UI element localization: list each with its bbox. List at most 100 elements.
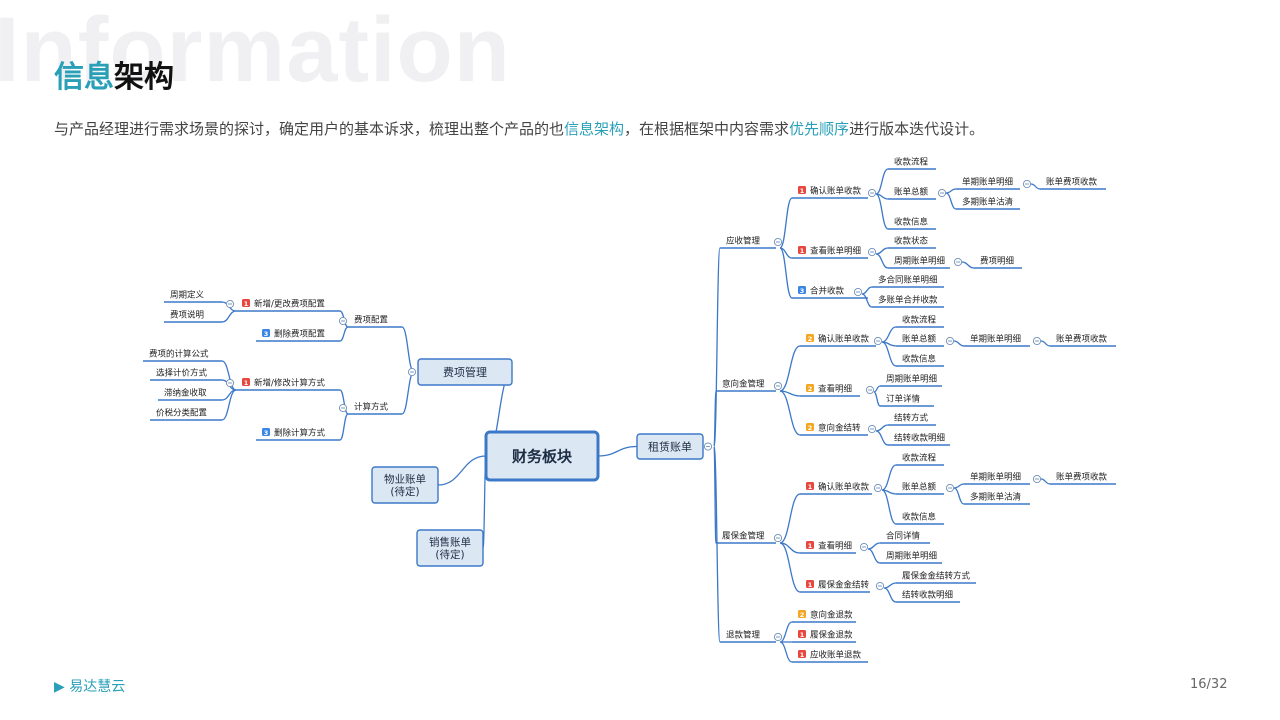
node-label: 订单详情 bbox=[886, 394, 921, 405]
mindmap-connector bbox=[1040, 340, 1051, 347]
mindmap-node-im-detail[interactable]: 结转收款明细 bbox=[888, 433, 950, 446]
node-label: 收款状态 bbox=[894, 236, 929, 247]
mindmap-box-root[interactable]: 财务板块 bbox=[484, 430, 600, 482]
node-label: 单期账单明细 bbox=[962, 177, 1013, 188]
mindmap-node-ar-flow[interactable]: 收款流程 bbox=[888, 157, 936, 170]
mindmap-node-ar-merge[interactable]: 3 合并收款 bbox=[792, 286, 868, 299]
mindmap-node-pm-period[interactable]: 周期账单明细 bbox=[880, 551, 942, 564]
mindmap-node-calc[interactable]: 计算方式 bbox=[348, 402, 402, 415]
mindmap-node-calc-tax[interactable]: 价税分类配置 bbox=[150, 408, 222, 421]
mindmap-node-fee-def[interactable]: 周期定义 bbox=[164, 290, 222, 303]
mindmap-node-rf-ar[interactable]: 1 应收账单退款 bbox=[792, 650, 868, 663]
node-label: 应收账单退款 bbox=[810, 650, 862, 661]
mindmap-node-ar-status[interactable]: 收款状态 bbox=[888, 236, 936, 249]
mindmap-node-pm-method[interactable]: 履保金金结转方式 bbox=[896, 571, 976, 584]
mindmap-node-ar-multi-merge[interactable]: 多账单合并收款 bbox=[872, 295, 944, 308]
mindmap-box-property-bill[interactable]: 物业账单(待定) bbox=[371, 466, 439, 504]
mindmap-node-calc-late[interactable]: 滞纳金收取 bbox=[158, 388, 222, 401]
priority-badge-icon: 1 bbox=[798, 186, 806, 195]
mindmap-node-calc-f[interactable]: 费项的计算公式 bbox=[143, 349, 222, 362]
mindmap-connector bbox=[881, 326, 897, 343]
mindmap-connector bbox=[339, 413, 349, 441]
node-label: 删除费项配置 bbox=[274, 329, 326, 340]
priority-badge-label: 3 bbox=[800, 287, 805, 295]
mindmap-node-im-total[interactable]: 账单总额 bbox=[896, 334, 944, 347]
mindmap-node-fee-desc[interactable]: 费项说明 bbox=[164, 310, 222, 323]
mindmap-node-im-order[interactable]: 订单详情 bbox=[880, 394, 934, 407]
mindmap-node-calc-sel[interactable]: 选择计价方式 bbox=[150, 368, 222, 381]
mindmap-node-ar-period[interactable]: 周期账单明细 bbox=[888, 256, 950, 269]
mindmap-connector bbox=[875, 193, 889, 230]
node-label: 合并收款 bbox=[810, 286, 845, 297]
mindmap-node-im-method[interactable]: 结转方式 bbox=[888, 413, 936, 426]
box-label: (待定) bbox=[435, 548, 464, 561]
mindmap-node-pm-single[interactable]: 单期账单明细 bbox=[964, 472, 1030, 485]
mindmap-node-pm-flow[interactable]: 收款流程 bbox=[896, 453, 944, 466]
node-label: 费项明细 bbox=[980, 256, 1014, 267]
mindmap-connector bbox=[339, 389, 349, 415]
mindmap-connector bbox=[779, 621, 793, 643]
priority-badge-label: 2 bbox=[808, 424, 813, 432]
node-label: 收款流程 bbox=[902, 315, 937, 326]
priority-badge-icon: 3 bbox=[262, 329, 270, 338]
mindmap-node-ar-fee-detail[interactable]: 费项明细 bbox=[974, 256, 1022, 269]
mindmap-node-ar[interactable]: 应收管理 bbox=[720, 236, 776, 249]
mindmap-box-lease-bill[interactable]: 租赁账单 bbox=[636, 433, 704, 460]
mindmap-node-im-period[interactable]: 周期账单明细 bbox=[880, 374, 942, 387]
mindmap-node-ar-info[interactable]: 收款信息 bbox=[888, 217, 936, 230]
mindmap-node-ar-total[interactable]: 账单总额 bbox=[888, 187, 936, 200]
mindmap-node-fee-del[interactable]: 3 删除费项配置 bbox=[256, 329, 340, 342]
mindmap-node-fee-cfg[interactable]: 费项配置 bbox=[348, 315, 402, 328]
mindmap-node-pm-fee[interactable]: 账单费项收款 bbox=[1050, 472, 1116, 485]
mindmap-node-pm-info[interactable]: 收款信息 bbox=[896, 512, 944, 525]
mindmap-node-pm[interactable]: 履保金管理 bbox=[716, 531, 776, 544]
mindmap-node-im-single[interactable]: 单期账单明细 bbox=[964, 334, 1030, 347]
background-watermark-word: Information bbox=[0, 0, 511, 101]
mindmap-node-ar-single[interactable]: 单期账单明细 bbox=[956, 177, 1020, 190]
node-label: 确认账单收款 bbox=[818, 334, 870, 345]
node-label: 多期账单沽清 bbox=[970, 492, 1022, 503]
mindmap-node-im[interactable]: 意向金管理 bbox=[716, 379, 776, 392]
node-label: 收款流程 bbox=[894, 157, 929, 168]
mindmap-box-sales-bill[interactable]: 销售账单(待定) bbox=[416, 529, 484, 567]
mindmap-node-ar-multi[interactable]: 多期账单沽清 bbox=[956, 197, 1020, 210]
mindmap-node-im-flow[interactable]: 收款流程 bbox=[896, 315, 944, 328]
mindmap-node-pm-multi[interactable]: 多期账单沽清 bbox=[964, 492, 1030, 505]
mindmap-connector bbox=[881, 489, 897, 525]
mindmap-node-pm-total[interactable]: 账单总额 bbox=[896, 482, 944, 495]
box-label: 租赁账单 bbox=[648, 439, 692, 453]
mindmap-connector bbox=[221, 310, 237, 323]
node-label: 账单费项收款 bbox=[1056, 334, 1108, 345]
node-label: 新增/修改计算方式 bbox=[254, 378, 325, 389]
mindmap-node-im-fee[interactable]: 账单费项收款 bbox=[1050, 334, 1116, 347]
priority-badge-icon: 1 bbox=[798, 650, 806, 659]
mindmap-node-pm-contract[interactable]: 合同详情 bbox=[880, 531, 930, 544]
mindmap-connector bbox=[873, 391, 881, 407]
mindmap-connector bbox=[953, 340, 965, 347]
mindmap-node-pm-detail[interactable]: 结转收款明细 bbox=[896, 590, 960, 603]
mindmap-box-fee-management[interactable]: 费项管理 bbox=[417, 358, 513, 386]
page-title-accent: 信息 bbox=[54, 60, 114, 95]
priority-badge-icon: 1 bbox=[806, 482, 814, 491]
node-label: 结转收款明细 bbox=[902, 590, 953, 601]
mindmap-node-ar-multi-contract[interactable]: 多合同账单明细 bbox=[872, 275, 944, 288]
footer-brand-label: 易达慧云 bbox=[69, 679, 126, 695]
mindmap-node-rf[interactable]: 退款管理 bbox=[720, 630, 776, 643]
node-label: 多期账单沽清 bbox=[962, 197, 1014, 208]
mindmap-node-im-info[interactable]: 收款信息 bbox=[896, 354, 944, 367]
node-label: 账单总额 bbox=[894, 187, 929, 198]
mindmap-node-ar-fee[interactable]: 账单费项收款 bbox=[1040, 177, 1106, 190]
